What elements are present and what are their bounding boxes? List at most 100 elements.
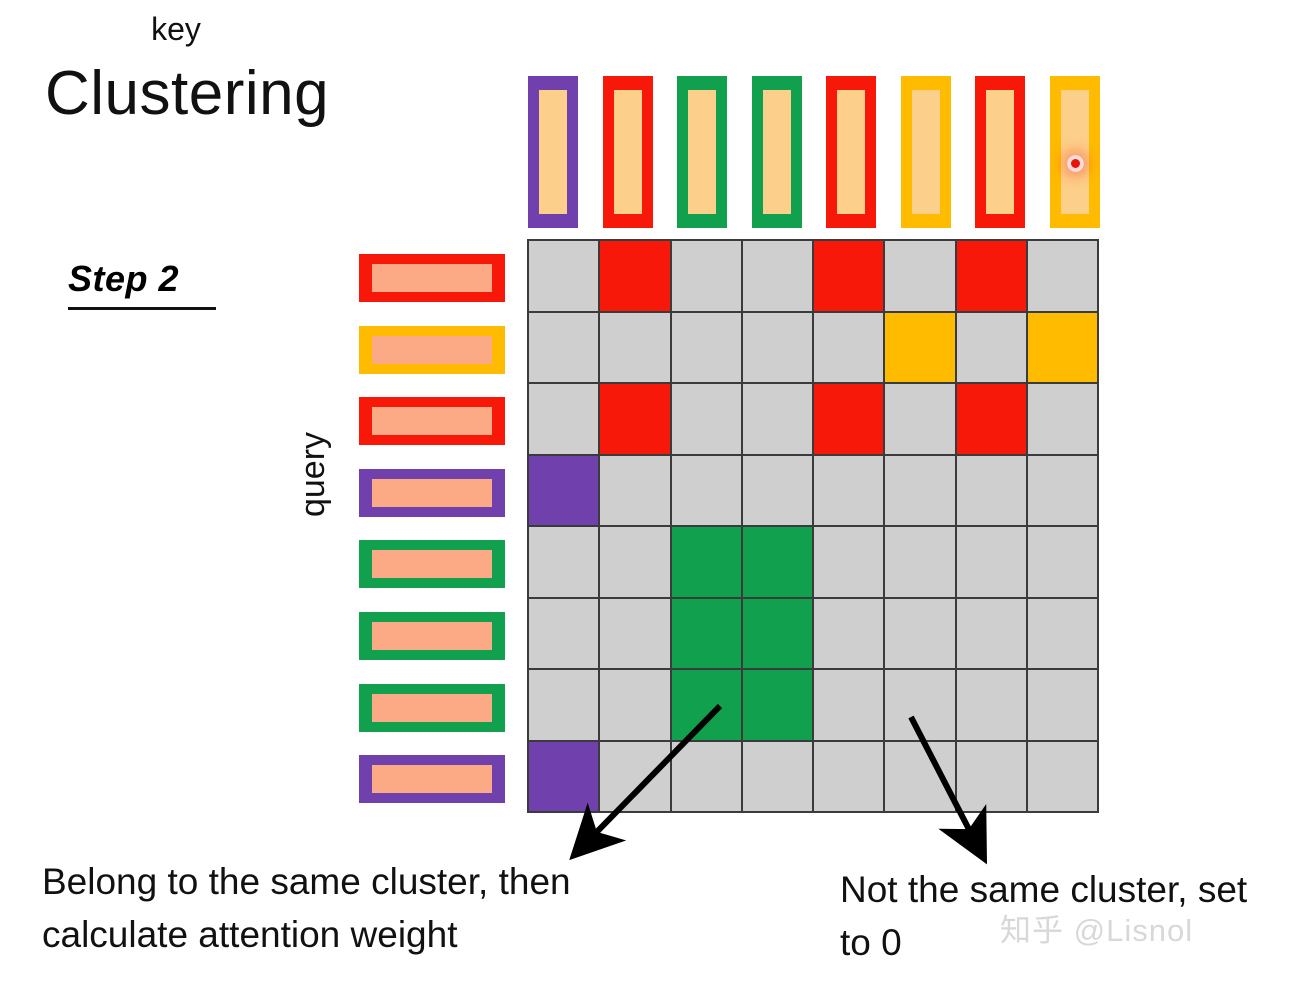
- query-vector-2: [359, 325, 505, 374]
- matrix-cell-r8-c2: [600, 741, 670, 811]
- key-vector-4: [751, 76, 802, 228]
- matrix-cell-r2-c8: [1027, 312, 1097, 382]
- query-axis-label: query: [294, 431, 333, 518]
- matrix-cell-r3-c3: [671, 384, 741, 454]
- query-vector-5: [359, 540, 505, 589]
- key-vector-fill: [762, 90, 791, 214]
- query-vector-fill: [372, 335, 492, 364]
- matrix-cell-r6-c7: [956, 598, 1026, 668]
- matrix-cell-r8-c5: [814, 741, 884, 811]
- caption-same-cluster: Belong to the same cluster, then calcula…: [42, 861, 571, 955]
- matrix-cell-r3-c7: [956, 384, 1026, 454]
- matrix-cell-r1-c4: [742, 241, 812, 311]
- key-vector-fill: [837, 90, 865, 214]
- page-title: Clustering: [45, 59, 330, 128]
- matrix-cell-r4-c2: [600, 455, 670, 525]
- caption-not-same-cluster: Not the same cluster, set to 0: [840, 869, 1248, 963]
- attention-matrix: [527, 239, 1099, 813]
- key-vector-7: [975, 76, 1025, 228]
- matrix-cell-r1-c2: [600, 241, 670, 311]
- query-vector-fill: [372, 407, 492, 436]
- key-vector-fill: [911, 90, 940, 214]
- matrix-cell-r1-c1: [529, 241, 599, 311]
- matrix-cell-r3-c6: [885, 384, 955, 454]
- matrix-cell-r1-c7: [956, 241, 1026, 311]
- matrix-cell-r1-c3: [671, 241, 741, 311]
- matrix-cell-r5-c8: [1027, 527, 1097, 597]
- step-indicator: Step 2: [68, 258, 218, 310]
- matrix-cell-r5-c5: [814, 527, 884, 597]
- hash-marker-dot-icon: [1066, 154, 1084, 172]
- watermark: 知乎 @Lisnol: [1000, 913, 1194, 948]
- matrix-cell-r2-c3: [671, 312, 741, 382]
- step-underline: [68, 307, 216, 310]
- key-vector-8: [1049, 76, 1100, 228]
- key-vector-row: [528, 76, 1102, 228]
- step-label: Step 2: [68, 258, 180, 299]
- matrix-cell-r6-c1: [529, 598, 599, 668]
- matrix-cell-r4-c3: [671, 455, 741, 525]
- matrix-cell-r6-c2: [600, 598, 670, 668]
- matrix-cell-r1-c5: [814, 241, 884, 311]
- matrix-cell-r7-c5: [814, 670, 884, 740]
- query-vector-fill: [372, 264, 492, 292]
- matrix-cell-r8-c3: [671, 741, 741, 811]
- key-vector-fill: [539, 90, 567, 214]
- query-vector-1: [359, 254, 505, 302]
- query-vector-fill: [372, 478, 492, 507]
- matrix-cell-r7-c4: [742, 670, 812, 740]
- matrix-cell-r6-c8: [1027, 598, 1097, 668]
- matrix-cell-r5-c3: [671, 527, 741, 597]
- query-vector-column: [359, 254, 505, 804]
- matrix-cell-r4-c8: [1027, 455, 1097, 525]
- matrix-cell-r5-c6: [885, 527, 955, 597]
- matrix-cell-r4-c4: [742, 455, 812, 525]
- query-vector-6: [359, 612, 505, 660]
- matrix-cell-r8-c7: [956, 741, 1026, 811]
- matrix-cell-r6-c6: [885, 598, 955, 668]
- matrix-cell-r2-c5: [814, 312, 884, 382]
- matrix-cell-r7-c3: [671, 670, 741, 740]
- query-vector-8: [359, 755, 505, 804]
- matrix-cell-r5-c2: [600, 527, 670, 597]
- matrix-cell-r1-c8: [1027, 241, 1097, 311]
- matrix-cell-r6-c5: [814, 598, 884, 668]
- matrix-cell-r2-c6: [885, 312, 955, 382]
- key-vector-5: [826, 76, 876, 228]
- matrix-cell-r3-c1: [529, 384, 599, 454]
- matrix-cell-r3-c2: [600, 384, 670, 454]
- key-vector-fill: [688, 90, 716, 214]
- matrix-cell-r8-c8: [1027, 741, 1097, 811]
- matrix-cell-r4-c5: [814, 455, 884, 525]
- matrix-cell-r7-c7: [956, 670, 1026, 740]
- matrix-cell-r4-c1: [529, 455, 599, 525]
- query-vector-fill: [372, 765, 492, 794]
- matrix-cell-r2-c1: [529, 312, 599, 382]
- matrix-cell-r7-c8: [1027, 670, 1097, 740]
- matrix-cell-r2-c4: [742, 312, 812, 382]
- key-axis-label: key: [0, 11, 1302, 48]
- matrix-cell-r7-c1: [529, 670, 599, 740]
- query-vector-3: [359, 397, 505, 446]
- key-vector-2: [602, 76, 653, 228]
- query-vector-fill: [372, 622, 492, 650]
- matrix-cell-r6-c3: [671, 598, 741, 668]
- key-vector-1: [528, 76, 578, 228]
- key-vector-3: [677, 76, 727, 228]
- matrix-cell-r7-c6: [885, 670, 955, 740]
- matrix-cell-r4-c7: [956, 455, 1026, 525]
- matrix-cell-r4-c6: [885, 455, 955, 525]
- matrix-cell-r8-c4: [742, 741, 812, 811]
- matrix-cell-r3-c5: [814, 384, 884, 454]
- key-vector-fill: [1060, 90, 1089, 214]
- matrix-cell-r5-c1: [529, 527, 599, 597]
- matrix-cell-r5-c7: [956, 527, 1026, 597]
- matrix-cell-r5-c4: [742, 527, 812, 597]
- matrix-cell-r7-c2: [600, 670, 670, 740]
- matrix-cell-r2-c7: [956, 312, 1026, 382]
- key-vector-fill: [986, 90, 1014, 214]
- key-axis-label-text: key: [151, 11, 201, 47]
- matrix-cell-r8-c1: [529, 741, 599, 811]
- key-vector-fill: [613, 90, 642, 214]
